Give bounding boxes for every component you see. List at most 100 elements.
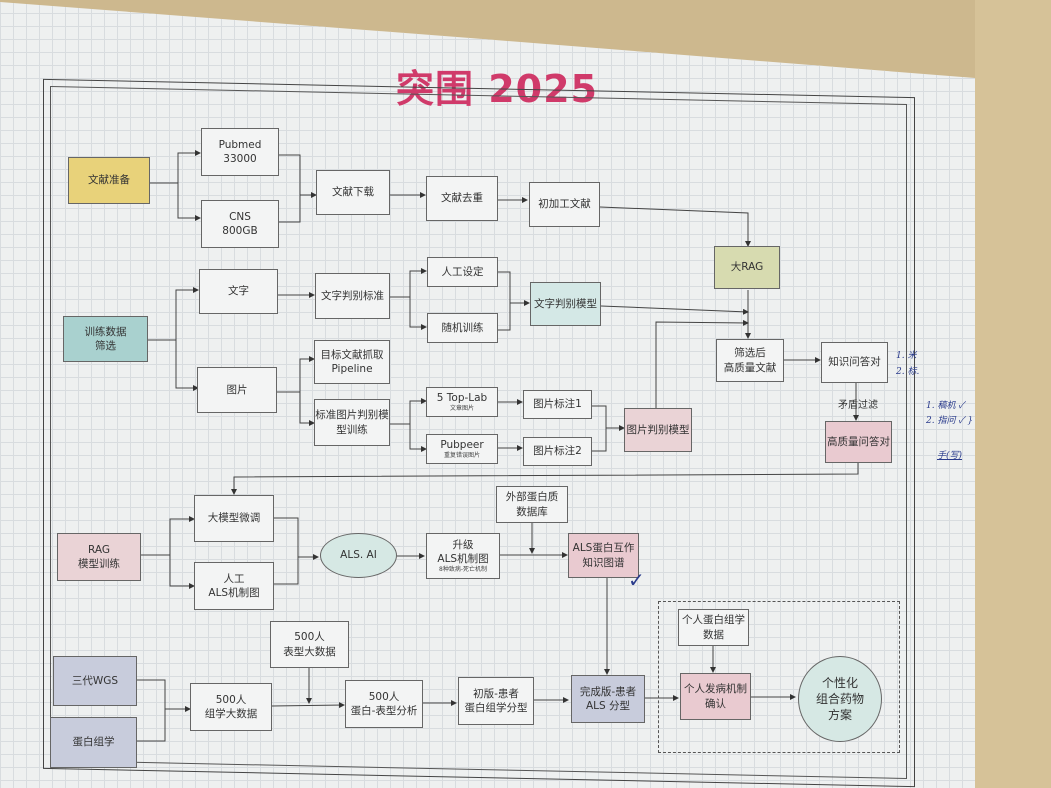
node-sublabel: 文章图片	[449, 405, 474, 413]
node-label: 大RAG	[730, 261, 764, 274]
node-label: Pubpeer	[440, 438, 484, 451]
image-model-node: 图片判别模型	[624, 408, 692, 452]
conflict-filter-label: 矛盾过滤	[838, 400, 878, 411]
node-label: RAG	[87, 543, 110, 556]
manual-setting-node: 人工设定	[427, 257, 498, 287]
node-label: 个人蛋白组学	[682, 614, 745, 627]
node-label: 方案	[827, 708, 852, 723]
node-label: 筛选	[95, 340, 116, 352]
node-label: 数据库	[516, 505, 548, 518]
node-label: 升级	[452, 538, 474, 551]
node-label: 完成版-患者	[579, 685, 637, 698]
node-label: 33000	[223, 153, 257, 165]
node-label: 文字判别标准	[321, 289, 384, 302]
knowledge-graph-node: ALS蛋白互作知识图谱	[568, 533, 639, 578]
wall-background	[975, 0, 1051, 788]
final-subtype-node: 完成版-患者 ALS 分型	[571, 675, 645, 723]
personal-proteomics-node: 个人蛋白组学数据	[678, 609, 749, 646]
node-label: 目标文献抓取	[320, 348, 384, 361]
node-label: 800GB	[222, 225, 258, 237]
node-label: 组合药物	[815, 691, 864, 706]
node-label: 确认	[705, 697, 726, 710]
checkmark-icon: ✓	[628, 568, 645, 592]
handwritten-note: 2. 标.	[896, 367, 920, 377]
personal-mechanism-node: 个人发病机制确认	[680, 673, 751, 720]
node-label: 初版-患者	[473, 687, 519, 700]
node-label: ALS蛋白互作	[572, 542, 635, 555]
node-label: CNS	[229, 210, 251, 223]
rag-training-node: RAG 模型训练	[57, 533, 141, 581]
training-data-node: 训练数据筛选	[63, 316, 148, 362]
diagram-title: 突围 2025	[396, 67, 598, 111]
preprocessed-node: 初加工文献	[529, 182, 600, 227]
node-label: 图片判别模型	[626, 423, 690, 436]
initial-subtype-node: 初版-患者蛋白组学分型	[458, 677, 534, 725]
node-label: Pipeline	[331, 363, 373, 375]
node-label: 人工	[223, 572, 245, 585]
hq-qa-pairs-node: 高质量问答对	[825, 421, 892, 463]
node-label: 500人	[215, 693, 247, 706]
big-rag-node: 大RAG	[714, 246, 780, 289]
text-node: 文字	[199, 269, 278, 314]
node-label: 外部蛋白质	[505, 491, 559, 504]
node-label: 初加工文献	[538, 198, 591, 211]
node-label: 随机训练	[441, 321, 484, 334]
handwritten-note: 2. 指问 ✓ }	[926, 416, 974, 426]
node-label: 蛋白组学	[72, 736, 115, 749]
external-protein-db-node: 外部蛋白质数据库	[496, 486, 568, 523]
node-label: 知识问答对	[828, 356, 881, 369]
node-label: 图片标注1	[533, 398, 582, 411]
node-sublabel: 重复错误图片	[443, 452, 480, 460]
node-label: 图片标注2	[533, 445, 582, 458]
node-label: ALS机制图	[208, 587, 260, 599]
node-label: 蛋白-表型分析	[350, 705, 418, 717]
text-model-node: 文字判别模型	[530, 282, 601, 326]
omics-data-node: 500人组学大数据	[190, 683, 272, 731]
node-label: 模型训练	[78, 558, 120, 570]
node-label: 个性化	[821, 675, 858, 690]
download-node: 文献下载	[316, 170, 390, 215]
handwritten-note: 1. 米	[896, 351, 917, 361]
node-label: 500人	[294, 631, 325, 644]
annotation1-node: 图片标注1	[523, 390, 592, 419]
finetune-node: 大模型微调	[194, 495, 274, 542]
personalized-region	[658, 601, 900, 753]
cns-node: CNS 800GB	[201, 200, 279, 248]
node-sublabel: 8种致病-死亡机制	[439, 566, 487, 574]
text-criteria-node: 文字判别标准	[315, 273, 390, 319]
literature-prep-node: 文献准备	[68, 157, 150, 204]
target-fetch-node: 目标文献抓取 Pipeline	[314, 340, 390, 384]
node-label: 标准图片判别模	[315, 409, 389, 422]
personalized-plan-node: 个性化组合药物方案	[798, 656, 882, 742]
phenotype-data-node: 500人表型大数据	[270, 621, 349, 668]
node-label: 大模型微调	[207, 512, 261, 525]
node-label: ALS. AI	[340, 549, 377, 562]
proteomics-node: 蛋白组学	[50, 717, 137, 768]
node-label: 高质量问答对	[827, 435, 890, 448]
node-label: 组学大数据	[204, 708, 258, 720]
node-label: 高质量文献	[723, 361, 777, 374]
node-label: 文献去重	[441, 192, 483, 205]
dedup-node: 文献去重	[426, 176, 498, 221]
handwritten-note: 手(写)	[937, 451, 963, 461]
node-label: 三代WGS	[71, 674, 119, 687]
annotation2-node: 图片标注2	[523, 437, 592, 466]
node-label: 筛选后	[734, 347, 766, 360]
node-label: 训练数据	[84, 325, 127, 338]
random-training-node: 随机训练	[427, 313, 498, 343]
node-label: 数据	[703, 628, 724, 641]
node-label: ALS 分型	[585, 700, 631, 712]
node-label: 型训练	[336, 423, 368, 436]
node-label: ALS机制图	[437, 552, 489, 565]
node-label: 文字	[228, 285, 249, 298]
image-node: 图片	[197, 367, 277, 413]
node-label: 500人	[368, 690, 400, 703]
node-label: 表型大数据	[283, 645, 336, 658]
node-label: 人工设定	[441, 265, 484, 278]
std-image-training-node: 标准图片判别模型训练	[314, 399, 390, 446]
